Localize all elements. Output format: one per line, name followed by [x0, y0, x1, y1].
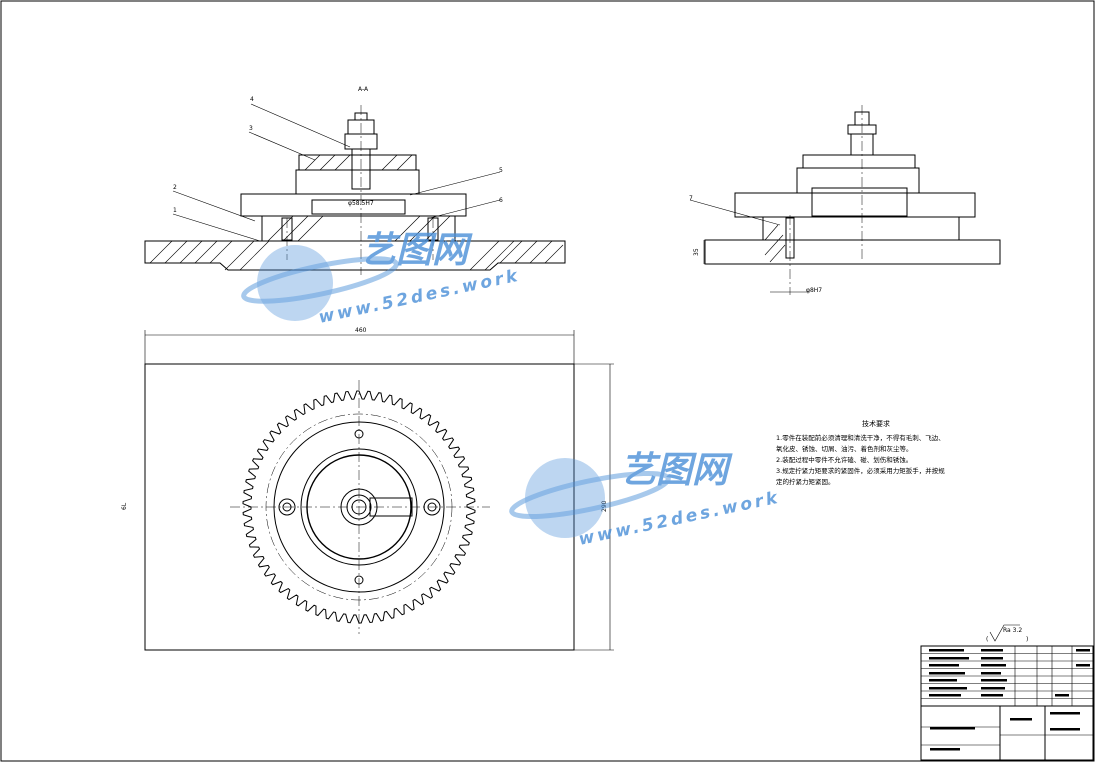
technical-requirements: 技术要求 1.零件在装配前必须清理和清洗干净，不得有毛刺、飞边、 氧化皮、锈蚀、… — [776, 419, 976, 488]
svg-text:Ra 3.2: Ra 3.2 — [1003, 627, 1022, 634]
tech-note-line: 1.零件在装配前必须清理和清洗干净，不得有毛刺、飞边、 — [776, 434, 945, 442]
part-number-3: 3 — [249, 125, 253, 132]
svg-text:(: ( — [986, 636, 988, 643]
svg-text:www.52des.work: www.52des.work — [577, 488, 782, 550]
part-number-2: 2 — [173, 184, 177, 191]
watermark-1: 艺图网 www.52des.work — [241, 230, 522, 328]
part-number-4: 4 — [250, 96, 254, 103]
part-number-5: 5 — [499, 167, 503, 174]
front-section-view: A-A — [144, 86, 566, 275]
title-block — [920, 645, 1094, 761]
plan-view: 460 290 6L — [121, 327, 614, 651]
width-dimension: 460 — [355, 327, 367, 334]
plan-base-outline — [144, 363, 575, 651]
left-dimension: 6L — [121, 502, 128, 510]
tech-note-line: 氧化皮、锈蚀、切屑、油污、着色剂和灰尘等。 — [776, 445, 913, 453]
tech-note-line: 3.规定拧紧力矩要求的紧固件，必须采用力矩扳手，并按规 — [776, 467, 945, 475]
section-label: A-A — [358, 86, 369, 93]
side-height-dimension: 35 — [693, 248, 700, 256]
svg-text:艺图网: 艺图网 — [620, 450, 733, 491]
side-view: 35 φ8H7 7 — [689, 105, 1001, 295]
watermark-2: 艺图网 www.52des.work — [509, 450, 782, 550]
part-number-1: 1 — [173, 207, 177, 214]
part-number-6: 6 — [499, 197, 503, 204]
svg-text:): ) — [1026, 636, 1028, 643]
surface-finish-symbol: ( Ra 3.2 ) — [986, 624, 1028, 643]
height-dimension: 290 — [601, 500, 608, 512]
tech-note-line: 2.装配过程中零件不允许磕、碰、划伤和锈蚀。 — [776, 456, 913, 464]
svg-text:www.52des.work: www.52des.work — [317, 266, 522, 328]
svg-text:艺图网: 艺图网 — [360, 230, 473, 271]
part-number-7: 7 — [689, 195, 693, 202]
tech-note-line: 定的拧紧力矩紧固。 — [776, 478, 835, 486]
side-diameter-dimension: φ8H7 — [806, 287, 822, 294]
gear-outline — [242, 390, 476, 624]
tech-notes-title: 技术要求 — [862, 420, 890, 428]
